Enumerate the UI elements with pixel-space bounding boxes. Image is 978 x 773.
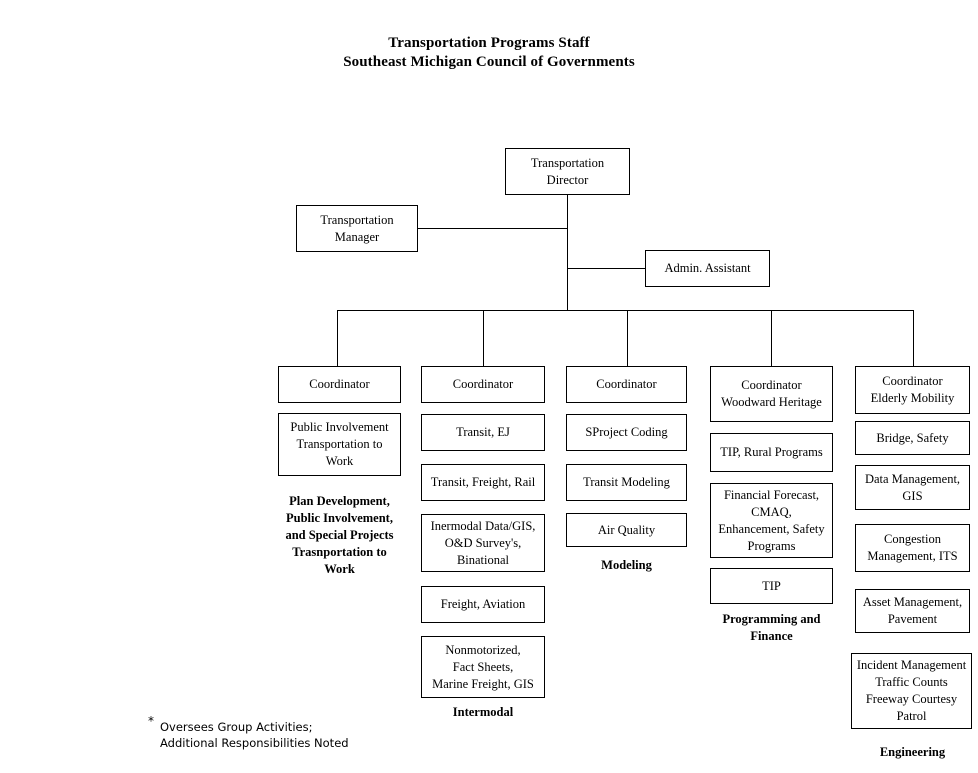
node-col4-coordinator[interactable]: Coordinator Woodward Heritage — [710, 366, 833, 422]
group-label-modeling: Modeling — [601, 558, 652, 572]
node-col4-box-1[interactable]: TIP, Rural Programs — [710, 433, 833, 472]
connector-drop-col-4 — [771, 310, 772, 366]
node-col4-box-3[interactable]: TIP — [710, 568, 833, 604]
group-label-intermodal: Intermodal — [452, 705, 514, 719]
group-label-programming-finance: Programming and Finance — [722, 612, 821, 643]
connector-drop-col-3 — [627, 310, 628, 366]
node-col4-box-2[interactable]: Financial Forecast, CMAQ, Enhancement, S… — [710, 483, 833, 558]
node-col1-box-1[interactable]: Public Involvement Transportation to Wor… — [278, 413, 401, 476]
footnote-text: Oversees Group Activities; Additional Re… — [160, 720, 349, 750]
group-label-engineering: Engineering — [879, 745, 946, 759]
node-admin-assistant[interactable]: Admin. Assistant — [645, 250, 770, 287]
connector-drop-col-2 — [483, 310, 484, 366]
node-col2-box-3[interactable]: Inermodal Data/GIS, O&D Survey's, Binati… — [421, 514, 545, 572]
node-transportation-director[interactable]: Transportation Director — [505, 148, 630, 195]
node-col3-coordinator[interactable]: Coordinator — [566, 366, 687, 403]
node-col2-box-4[interactable]: Freight, Aviation — [421, 586, 545, 623]
node-transportation-manager[interactable]: Transportation Manager — [296, 205, 418, 252]
node-col2-coordinator[interactable]: Coordinator — [421, 366, 545, 403]
node-col3-box-1[interactable]: SProject Coding — [566, 414, 687, 451]
connector-distribution-bar — [337, 310, 913, 311]
title-line-2: Southeast Michigan Council of Government… — [343, 54, 635, 70]
connector-drop-col-1 — [337, 310, 338, 366]
node-col2-box-1[interactable]: Transit, EJ — [421, 414, 545, 451]
connector-admin-to-trunk — [567, 268, 646, 269]
node-col1-coordinator[interactable]: Coordinator — [278, 366, 401, 403]
node-col5-box-5[interactable]: Incident Management Traffic Counts Freew… — [851, 653, 972, 729]
node-col5-box-2[interactable]: Data Management, GIS — [855, 465, 970, 510]
connector-manager-to-trunk — [417, 228, 568, 229]
node-col3-box-3[interactable]: Air Quality — [566, 513, 687, 547]
node-col5-box-4[interactable]: Asset Management, Pavement — [855, 589, 970, 633]
node-col5-box-1[interactable]: Bridge, Safety — [855, 421, 970, 455]
connector-director-trunk — [567, 194, 568, 311]
node-col2-box-2[interactable]: Transit, Freight, Rail — [421, 464, 545, 501]
title-line-1: Transportation Programs Staff — [388, 35, 590, 51]
node-col2-box-5[interactable]: Nonmotorized, Fact Sheets, Marine Freigh… — [421, 636, 545, 698]
node-col3-box-2[interactable]: Transit Modeling — [566, 464, 687, 501]
node-col5-coordinator[interactable]: Coordinator Elderly Mobility — [855, 366, 970, 414]
chart-title: Transportation Programs Staff Southeast … — [0, 34, 978, 72]
footnote-marker: * — [148, 714, 154, 728]
group-label-plan-development: Plan Development, Public Involvement, an… — [285, 494, 394, 576]
connector-drop-col-5 — [913, 310, 914, 366]
node-col5-box-3[interactable]: Congestion Management, ITS — [855, 524, 970, 572]
